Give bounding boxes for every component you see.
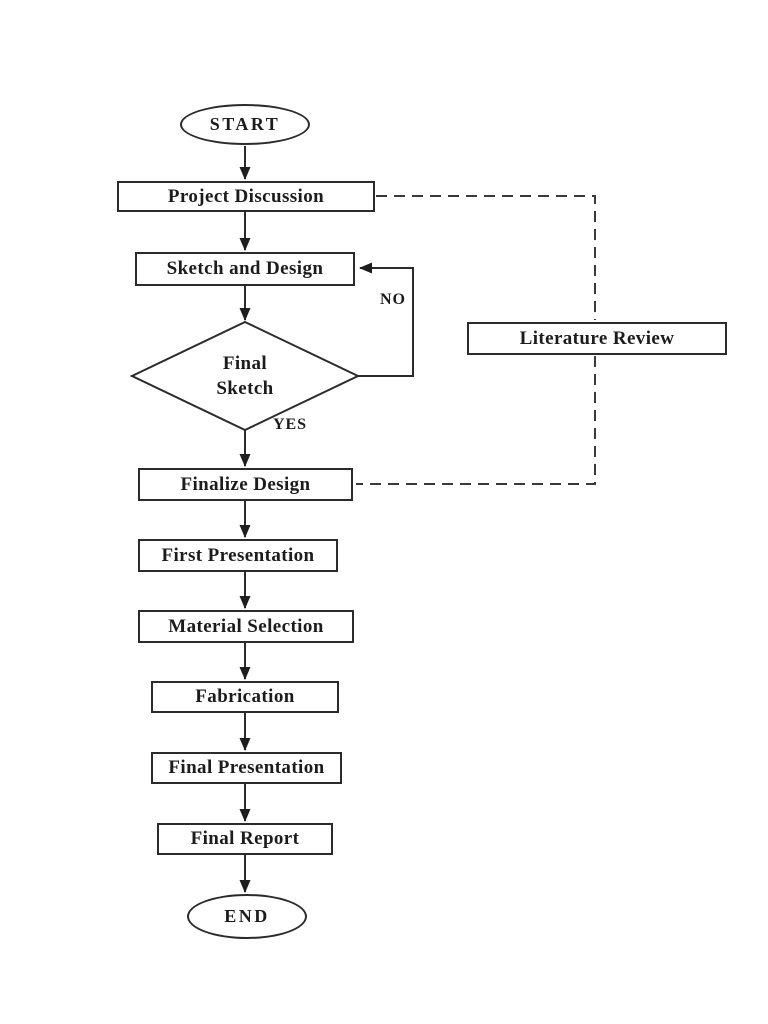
branch-label-yes: YES: [272, 416, 308, 433]
end-label: END: [224, 906, 270, 926]
step-finalize-design: Finalize Design: [138, 468, 353, 501]
branch-label-no: NO: [380, 291, 406, 308]
step-label: First Presentation: [161, 544, 315, 566]
decision-final-sketch-shape: [129, 320, 361, 432]
step-label: Literature Review: [519, 327, 675, 349]
step-label: Finalize Design: [180, 473, 311, 495]
step-sketch-and-design: Sketch and Design: [135, 252, 355, 286]
arrow-no-loop: [358, 262, 414, 377]
decision-label-line2: Sketch: [216, 378, 274, 399]
start-label: START: [209, 114, 281, 134]
dashed-link-project-discussion-to-literature-review: [376, 195, 596, 320]
step-label: Final Report: [190, 828, 300, 849]
step-fabrication: Fabrication: [151, 681, 339, 713]
step-label: Sketch and Design: [166, 258, 324, 279]
step-label: Fabrication: [195, 686, 295, 707]
dashed-link-literature-review-to-finalize-design: [356, 356, 596, 485]
step-label: Final Presentation: [168, 757, 325, 778]
step-final-report: Final Report: [157, 823, 333, 855]
step-label: Project Discussion: [167, 185, 325, 207]
step-material-selection: Material Selection: [138, 610, 354, 643]
end-terminal: END: [187, 894, 307, 939]
step-literature-review: Literature Review: [467, 322, 727, 355]
step-first-presentation: First Presentation: [138, 539, 338, 572]
step-project-discussion: Project Discussion: [117, 181, 375, 212]
decision-final-sketch-label: Final Sketch: [175, 351, 315, 401]
decision-label-line1: Final: [222, 353, 268, 374]
start-terminal: START: [180, 104, 310, 145]
step-label: Material Selection: [168, 615, 324, 637]
step-final-presentation: Final Presentation: [151, 752, 342, 784]
